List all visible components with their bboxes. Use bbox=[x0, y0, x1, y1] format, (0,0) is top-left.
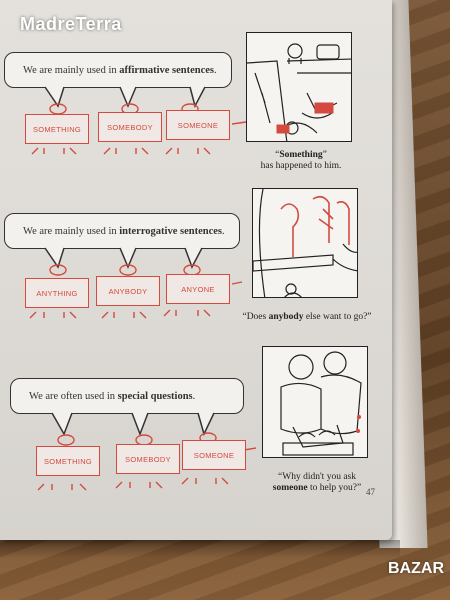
cartoon-panel-pigs bbox=[262, 346, 368, 458]
cartoon-caption: “Something” has happened to him. bbox=[260, 150, 342, 171]
bubble-tails bbox=[44, 86, 206, 109]
caption-bold: Something bbox=[279, 150, 323, 160]
cartoon-caption: “Why didn't you ask someone to help you?… bbox=[272, 472, 362, 493]
caption-text: else want to go? bbox=[303, 312, 368, 322]
speech-bubble: We are mainly used in affirmative senten… bbox=[4, 52, 232, 88]
pronoun-card: ANYONE bbox=[166, 274, 230, 304]
speech-bubble: We are often used in special questions. bbox=[10, 378, 244, 414]
bubble-text-end: . bbox=[192, 390, 196, 402]
pronoun-card: SOMETHING bbox=[25, 114, 89, 144]
bubble-tails bbox=[51, 412, 215, 437]
pronoun-card: ANYTHING bbox=[25, 278, 89, 308]
pronoun-card: SOMEBODY bbox=[98, 112, 162, 142]
bubble-text-end: . bbox=[214, 64, 217, 76]
pronoun-card: SOMEONE bbox=[182, 440, 246, 470]
cartoon-panel-flamingos bbox=[252, 188, 358, 298]
pronoun-card: SOMEONE bbox=[166, 110, 230, 140]
bubble-text-bold: affirmative sentences bbox=[119, 64, 215, 76]
watermark-text: MadreTerra bbox=[20, 14, 122, 34]
caption-bold: someone bbox=[272, 483, 308, 493]
cartoon-caption: “Does anybody else want to go?” bbox=[242, 312, 372, 322]
page-shadow bbox=[0, 540, 400, 558]
caption-pre: Does bbox=[246, 312, 269, 322]
caption-text: has happened to him. bbox=[260, 161, 342, 171]
caption-pre: Why didn't you ask bbox=[282, 472, 356, 482]
caption-text: to help you? bbox=[307, 483, 357, 493]
bubble-tails bbox=[44, 247, 203, 269]
cartoon-illustration bbox=[253, 189, 357, 297]
pronoun-card: SOMEBODY bbox=[116, 444, 180, 474]
pronoun-card: SOMETHING bbox=[36, 446, 100, 476]
cartoon-illustration bbox=[247, 43, 351, 141]
caption-bold: anybody bbox=[268, 312, 304, 322]
pronoun-card: ANYBODY bbox=[96, 276, 160, 306]
bubble-text-bold: interrogative sentences bbox=[119, 225, 222, 237]
bubble-text-plain: We are mainly used in bbox=[23, 64, 117, 76]
cartoon-panel-cliff bbox=[246, 32, 352, 142]
cartoon-illustration bbox=[280, 351, 362, 456]
bubble-text-bold: special questions bbox=[117, 390, 193, 402]
speech-bubble: We are mainly used in interrogative sent… bbox=[4, 213, 240, 249]
bubble-text-plain: We are often used in bbox=[29, 390, 116, 402]
bazar-logo: BAZAR bbox=[388, 560, 444, 577]
card-characters bbox=[29, 264, 243, 319]
page-number: 47 bbox=[366, 487, 375, 497]
bubble-text-plain: We are mainly used in bbox=[23, 225, 117, 237]
bubble-text-end: . bbox=[221, 225, 225, 237]
